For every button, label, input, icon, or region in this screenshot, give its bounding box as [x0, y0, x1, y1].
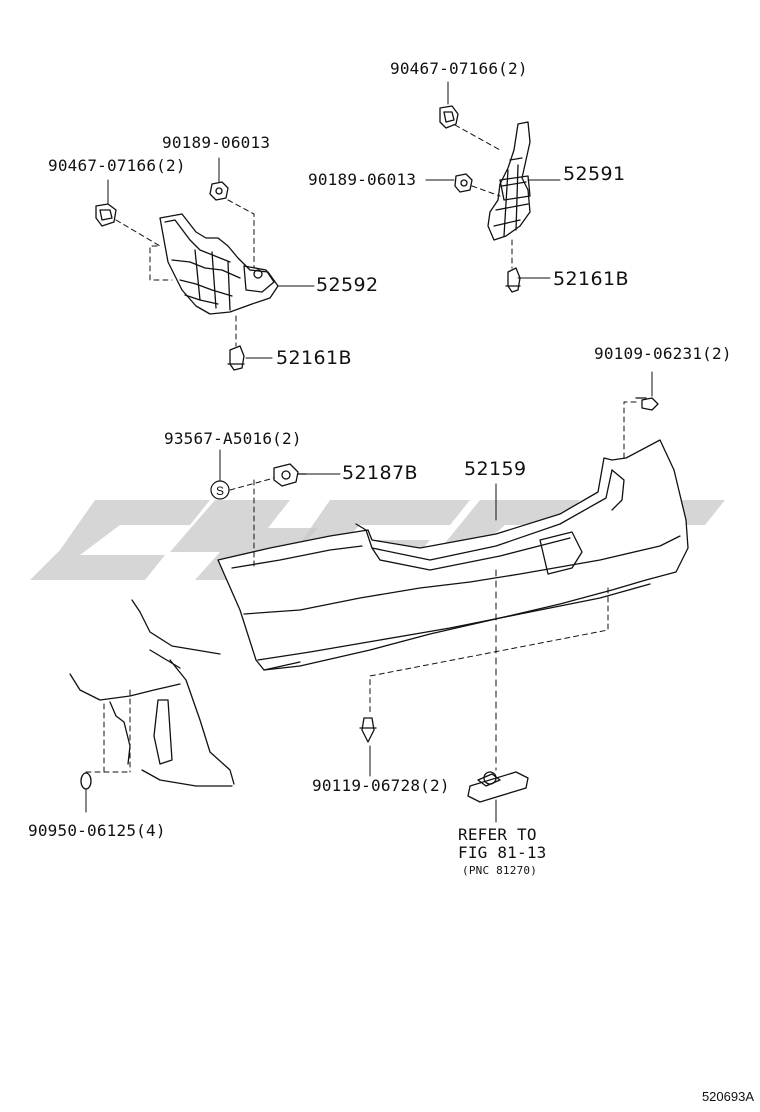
callout-90467-right: 90467-07166(2)	[390, 59, 528, 78]
plug-90950-icon	[80, 772, 92, 790]
bumper-cover-52159	[217, 439, 689, 671]
callout-90119: 90119-06728(2)	[312, 776, 450, 795]
vehicle-body-outline	[69, 599, 235, 787]
clip-90467-right-icon	[439, 105, 459, 129]
mudguard-right-52591	[487, 121, 531, 241]
s-marker-icon: S	[210, 480, 230, 500]
callout-52159: 52159	[464, 458, 527, 480]
mudguard-left-52592	[159, 213, 279, 315]
callout-52161b-right: 52161B	[553, 268, 629, 290]
leader-lines	[85, 81, 653, 823]
refer-note-line1: REFER TO	[458, 825, 537, 844]
refer-note-line2: FIG 81-13	[458, 843, 547, 862]
callout-52161b-left: 52161B	[276, 347, 352, 369]
bolt-90119-icon	[359, 717, 377, 743]
nut-90189-left-icon	[209, 181, 229, 201]
refer-note-line3: (PNC 81270)	[462, 864, 538, 877]
clip-90467-left-icon	[95, 203, 117, 227]
callout-90467-left: 90467-07166(2)	[48, 156, 186, 175]
retainer-52187b-icon	[273, 463, 307, 487]
callout-52187b: 52187B	[342, 462, 418, 484]
callout-52592: 52592	[316, 274, 379, 296]
callout-90109: 90109-06231(2)	[594, 344, 732, 363]
clip-52161b-right-icon	[505, 267, 521, 293]
callout-90189-right: 90189-06013	[308, 170, 417, 189]
callout-90950: 90950-06125(4)	[28, 821, 166, 840]
nut-90189-right-icon	[454, 173, 473, 193]
license-lamp-icon	[467, 771, 529, 803]
callout-52591: 52591	[563, 163, 626, 185]
callout-93567: 93567-A5016(2)	[164, 429, 302, 448]
screw-90109-icon	[635, 397, 659, 411]
clip-52161b-left-icon	[227, 345, 245, 371]
callout-90189-left: 90189-06013	[162, 133, 271, 152]
figure-code: 520693A	[701, 1089, 754, 1104]
svg-text:S: S	[216, 484, 224, 498]
